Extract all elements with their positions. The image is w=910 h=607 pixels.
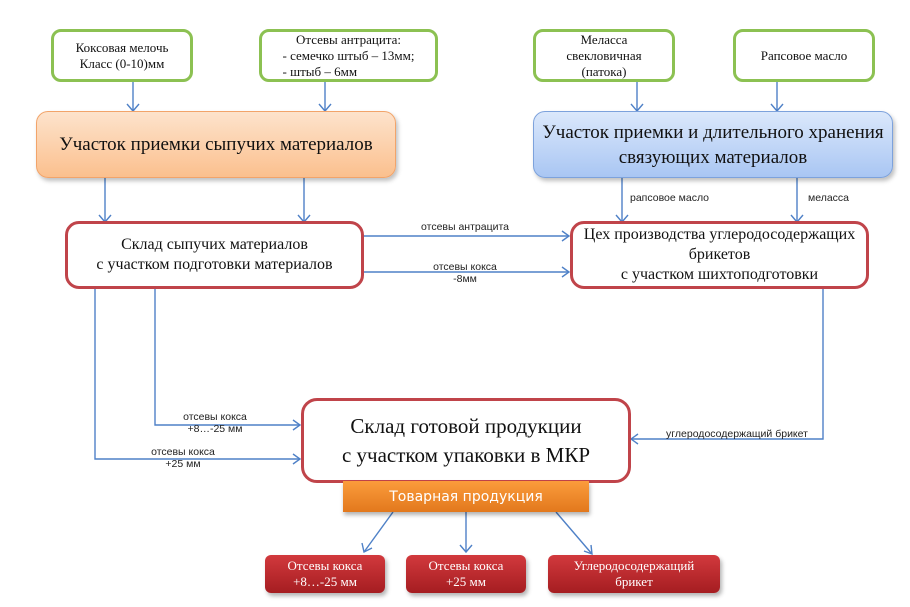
arrow-rapeseed-to-binder [770, 82, 784, 113]
flow-label-coke-minus8: отсевы кокса -8мм [400, 261, 530, 285]
product-coke-8-25[interactable]: Отсевы кокса +8…-25 мм [265, 555, 385, 593]
bulk-warehouse-line: Склад сыпучих материалов [121, 236, 308, 253]
arrow-binder-molasses-to-shop [790, 178, 804, 224]
arrow-bulk-receiving-to-warehouse-1 [98, 178, 112, 224]
arrow-coke-8-25-to-finished [154, 288, 302, 431]
bulk-warehouse[interactable]: Склад сыпучих материалов с участком подг… [65, 221, 364, 289]
flow-label-text: отсевы кокса [151, 446, 215, 458]
source-line: - семечко штыб – 13мм; [282, 47, 415, 63]
flow-label-text: -8мм [453, 273, 477, 285]
flow-label-text: отсевы кокса [433, 261, 497, 273]
finished-goods-warehouse[interactable]: Склад готовой продукции с участком упако… [301, 398, 631, 483]
flow-label-text: отсевы антрацита [421, 221, 509, 233]
flow-label-coke-25: отсевы кокса +25 мм [138, 446, 228, 470]
source-molasses[interactable]: Меласса свекловичная (патока) [533, 29, 675, 82]
briquette-shop-line: брикетов [688, 246, 751, 263]
bulk-warehouse-line: с участком подготовки материалов [96, 256, 333, 273]
source-line: свекловичная [566, 47, 642, 63]
finished-warehouse-line: Склад готовой продукции [350, 413, 582, 438]
arrow-banner-to-product-2 [459, 512, 473, 554]
product-line: Отсевы кокса [287, 558, 363, 573]
arrow-bulk-receiving-to-warehouse-2 [297, 178, 311, 224]
source-rapeseed-oil[interactable]: Рапсовое масло [733, 29, 875, 82]
bulk-receiving-area[interactable]: Участок приемки сыпучих материалов [36, 111, 396, 178]
source-line: Меласса [580, 31, 628, 47]
arrow-briquette-to-finished [629, 288, 824, 445]
flow-label-text: +8…-25 мм [187, 423, 243, 435]
bulk-receiving-label: Участок приемки сыпучих материалов [59, 133, 373, 155]
banner-label: Товарная продукция [389, 488, 543, 505]
source-line: Класс (0-10)мм [79, 55, 165, 71]
flow-label-text: углеродосодержащий брикет [666, 428, 808, 440]
flow-label-coke-8-25: отсевы кокса +8…-25 мм [170, 411, 260, 435]
source-line: - штыб – 6мм [282, 63, 358, 79]
briquette-production-shop[interactable]: Цех производства углеродосодержащих брик… [570, 221, 869, 289]
product-line: +25 мм [445, 574, 487, 589]
product-line: Отсевы кокса [428, 558, 504, 573]
flow-label-text: +25 мм [165, 458, 201, 470]
arrow-anthracite-to-bulk-receiving [318, 82, 332, 113]
finished-warehouse-line: с участком упаковки в МКР [341, 442, 591, 467]
arrow-molasses-to-binder [630, 82, 644, 113]
arrow-binder-rapeseed-to-shop [615, 178, 629, 224]
flow-label-text: меласса [808, 192, 850, 204]
flow-label-rapeseed: рапсовое масло [630, 192, 730, 204]
flow-label-briquette: углеродосодержащий брикет [652, 428, 822, 440]
binder-receiving-area[interactable]: Участок приемки и длительного хранения с… [533, 111, 893, 178]
flow-label-molasses: меласса [808, 192, 868, 204]
source-line: Отсевы антрацита: [295, 31, 402, 47]
arrow-banner-to-product-3 [555, 511, 593, 556]
briquette-shop-line: Цех производства углеродосодержащих [583, 226, 856, 243]
arrow-banner-to-product-1 [361, 511, 394, 554]
product-line: +8…-25 мм [293, 574, 357, 589]
binder-receiving-line: связующих материалов [618, 146, 808, 168]
source-coke-fines[interactable]: Коксовая мелочь Класс (0-10)мм [51, 29, 193, 82]
product-line: Углеродосодержащий [573, 558, 695, 573]
product-carbon-briquette[interactable]: Углеродосодержащий брикет [548, 555, 720, 593]
flow-label-text: рапсовое масло [630, 192, 710, 204]
briquette-shop-line: с участком шихтоподготовки [620, 266, 819, 283]
arrow-coke-to-bulk-receiving [126, 82, 140, 113]
source-line: (патока) [581, 63, 627, 79]
arrow-coke-25-to-finished [94, 288, 302, 465]
source-line: Коксовая мелочь [75, 39, 169, 55]
product-line: брикет [615, 574, 653, 589]
binder-receiving-line: Участок приемки и длительного хранения [542, 121, 884, 143]
flow-label-text: отсевы кокса [183, 411, 247, 423]
source-anthracite-screenings[interactable]: Отсевы антрацита: - семечко штыб – 13мм;… [259, 29, 438, 82]
commercial-products-banner: Товарная продукция [343, 481, 589, 512]
product-coke-25[interactable]: Отсевы кокса +25 мм [406, 555, 526, 593]
source-line: Рапсовое масло [760, 47, 848, 63]
flow-label-anthracite: отсевы антрацита [400, 221, 530, 233]
